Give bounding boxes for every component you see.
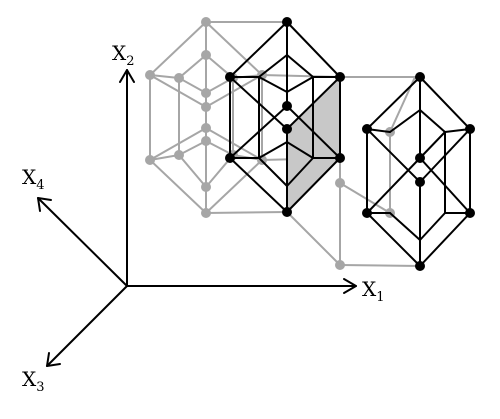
axis-x1-label: X1	[362, 277, 385, 305]
coordinate-axes	[37, 69, 357, 367]
axis-x4-label: X4	[22, 165, 45, 193]
shifted-vertices	[362, 72, 475, 271]
axis-x3-arrowhead	[46, 352, 61, 367]
axis-x4-line	[37, 197, 128, 287]
ghost-vertices	[145, 17, 395, 270]
main-vertices	[225, 17, 345, 217]
axis-x2-label: X2	[112, 41, 135, 69]
axis-x3-label: X3	[22, 367, 45, 395]
axis-x1-arrowhead	[343, 278, 357, 294]
axis-x4-arrowhead	[37, 197, 52, 212]
axis-x3-line	[46, 285, 128, 367]
shifted-tesseract	[365, 76, 472, 267]
axis-x2-arrowhead	[119, 69, 135, 83]
